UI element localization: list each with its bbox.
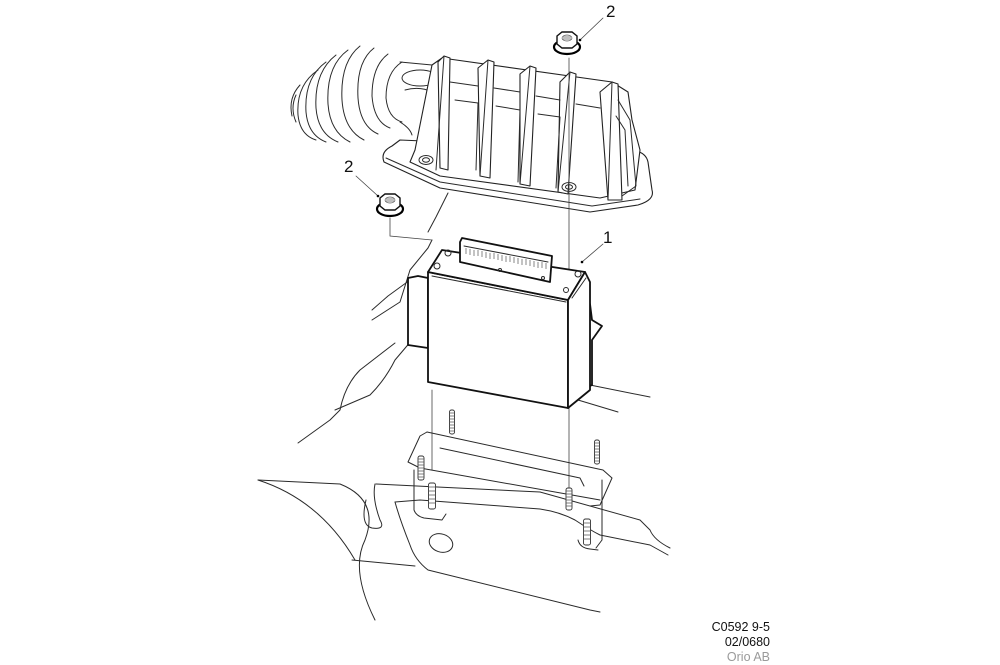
air-intake-housing [290,45,653,213]
callout-2-left: 2 [344,157,354,176]
connector-pins [465,248,547,269]
figure-credit: C0592 9-5 02/0680 Orio AB [712,620,770,665]
flange-nut-left [375,193,405,218]
body-panel-lines [257,192,671,621]
stud [428,482,436,510]
stud [565,487,573,511]
figure-code: C0592 9-5 [711,620,770,634]
housing-ribs [435,55,623,201]
threaded-studs [417,409,600,546]
callout-2-top: 2 [606,2,616,21]
stud [594,439,600,465]
publisher-name: Orio AB [726,650,770,664]
figure-revision: 02/0680 [724,635,770,649]
bellows-hose [290,45,403,143]
flange-nut-top [552,31,582,56]
stud [583,518,591,546]
stud [449,409,455,435]
callout-1-module: 1 [603,228,613,247]
control-module [407,237,603,409]
stud [417,455,425,481]
mounting-frame [407,431,613,551]
callout-leaders [355,17,604,264]
